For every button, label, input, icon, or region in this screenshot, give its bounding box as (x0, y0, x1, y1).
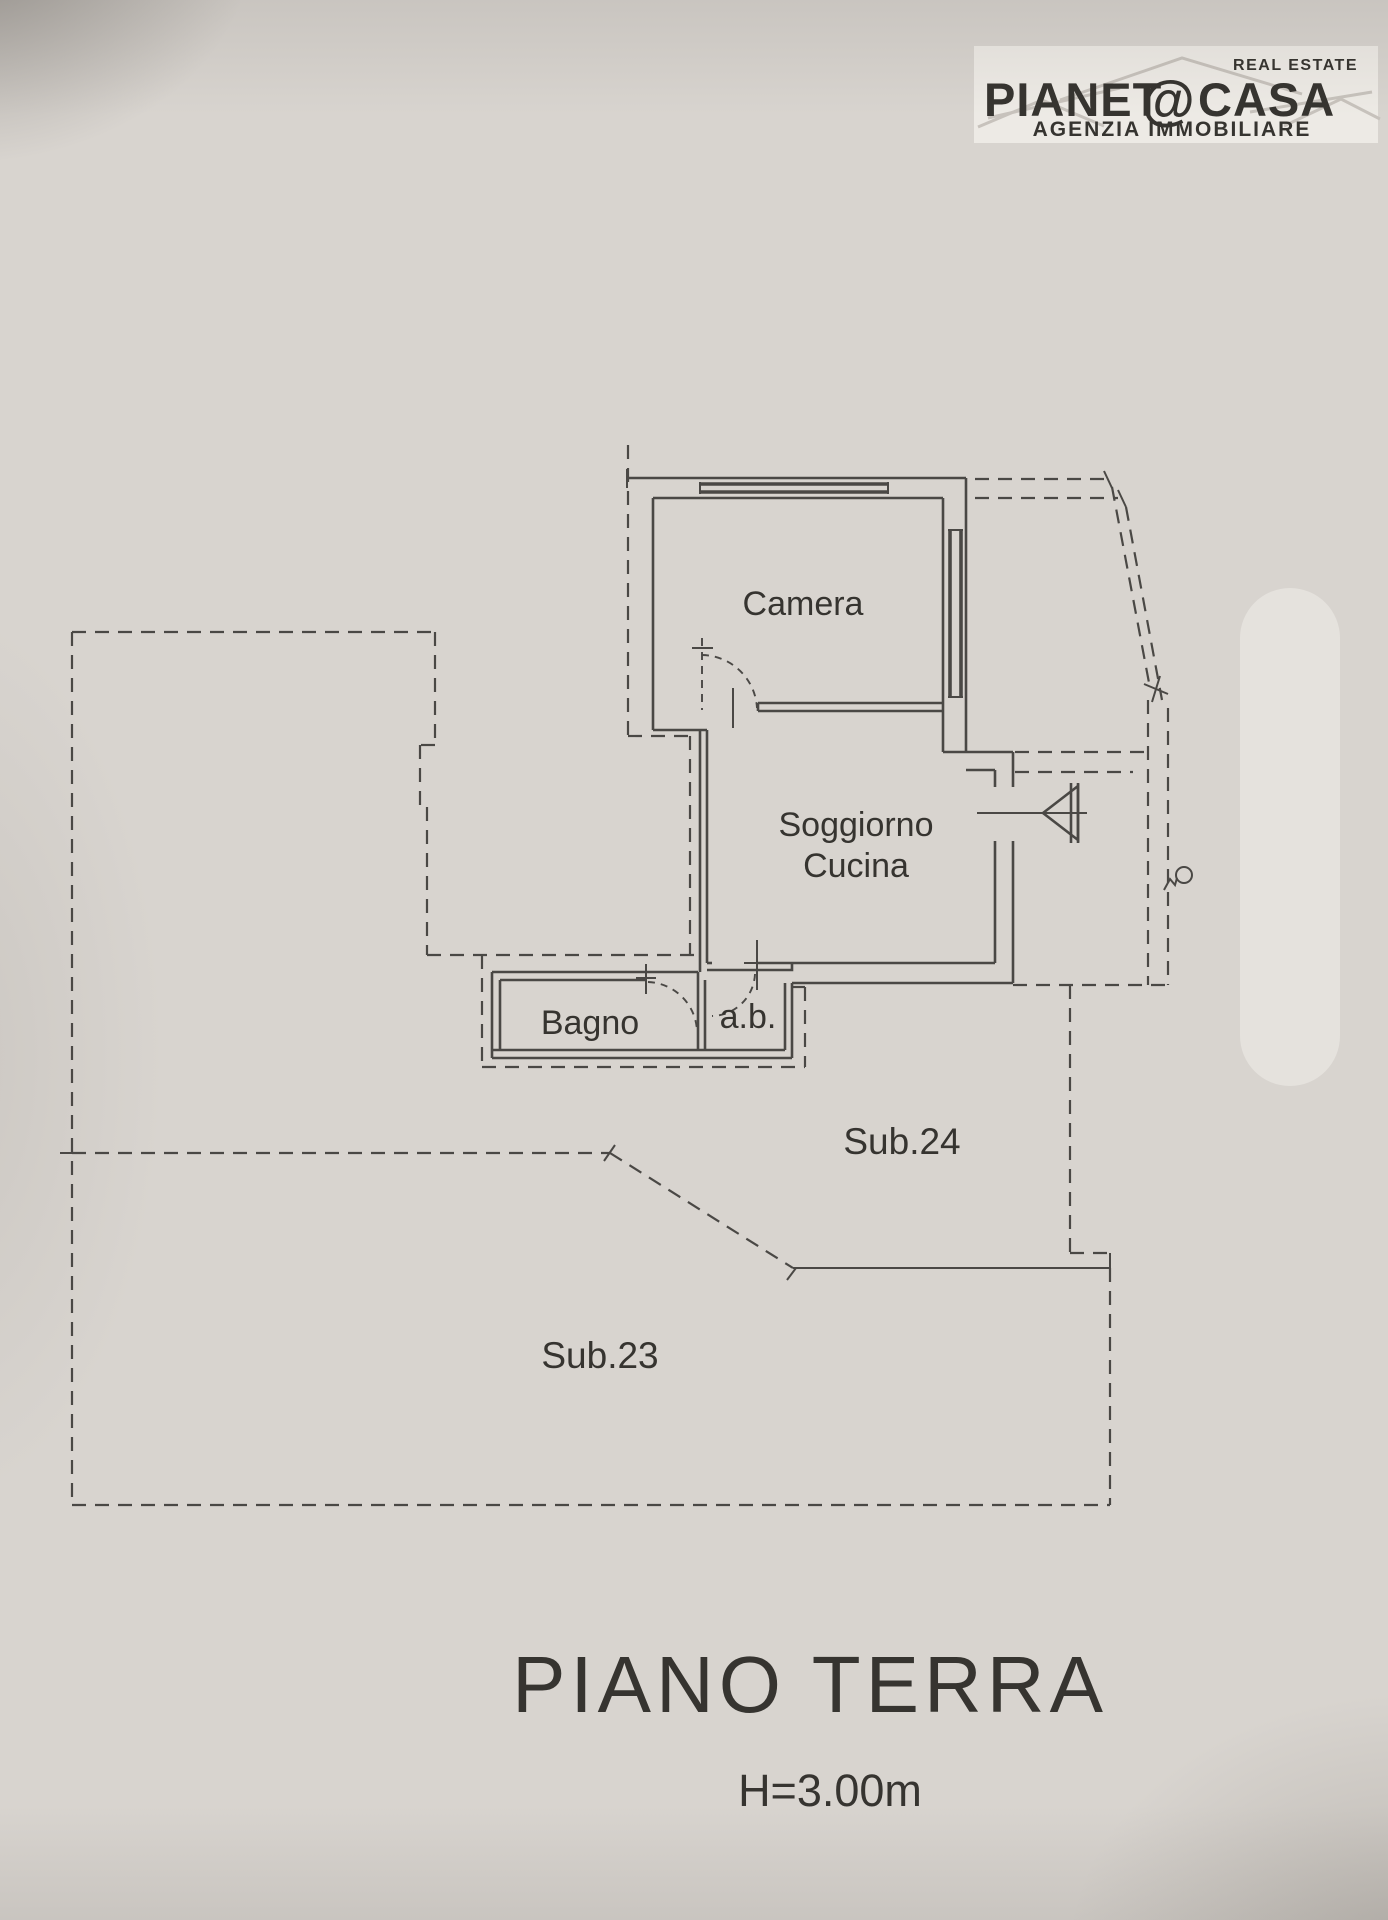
window-right (948, 529, 963, 698)
exterior-dashed-boundary (70, 445, 1170, 1507)
logo-brand-part1: PIANET (984, 73, 1162, 126)
room-label-camera: Camera (743, 585, 864, 623)
room-label-ab: a.b. (720, 998, 777, 1036)
entrance-door-symbol (977, 783, 1087, 843)
height-annotation: H=3.00m (738, 1765, 922, 1816)
survey-tick-marks (60, 469, 1169, 1281)
logo-tagline: AGENZIA IMMOBILIARE (1033, 118, 1312, 141)
logo-badge: REAL ESTATE (1233, 57, 1358, 74)
door-swing-arcs (636, 638, 768, 1032)
room-label-bagno: Bagno (541, 1004, 639, 1042)
window-top (699, 482, 889, 494)
unit-label-sub24: Sub.24 (843, 1121, 960, 1162)
sub-division-line (793, 1253, 1111, 1269)
unit-label-sub23: Sub.23 (541, 1335, 658, 1376)
roofline-decoration-icon (977, 56, 1381, 129)
room-label-soggiorno: Soggiorno (778, 806, 933, 844)
room-label-cucina: Cucina (803, 847, 909, 885)
logo-brand-at-icon: @ (1141, 69, 1195, 131)
logo-card-background (974, 46, 1378, 143)
logo-brand-part2: CASA (1198, 73, 1335, 126)
apartment-walls (490, 476, 1015, 1060)
plumbing-vent-symbol (1163, 866, 1193, 891)
plan-title: PIANO TERRA (512, 1640, 1108, 1729)
logo-card: REAL ESTATE PIANET @ CASA AGENZIA IMMOBI… (974, 46, 1381, 143)
